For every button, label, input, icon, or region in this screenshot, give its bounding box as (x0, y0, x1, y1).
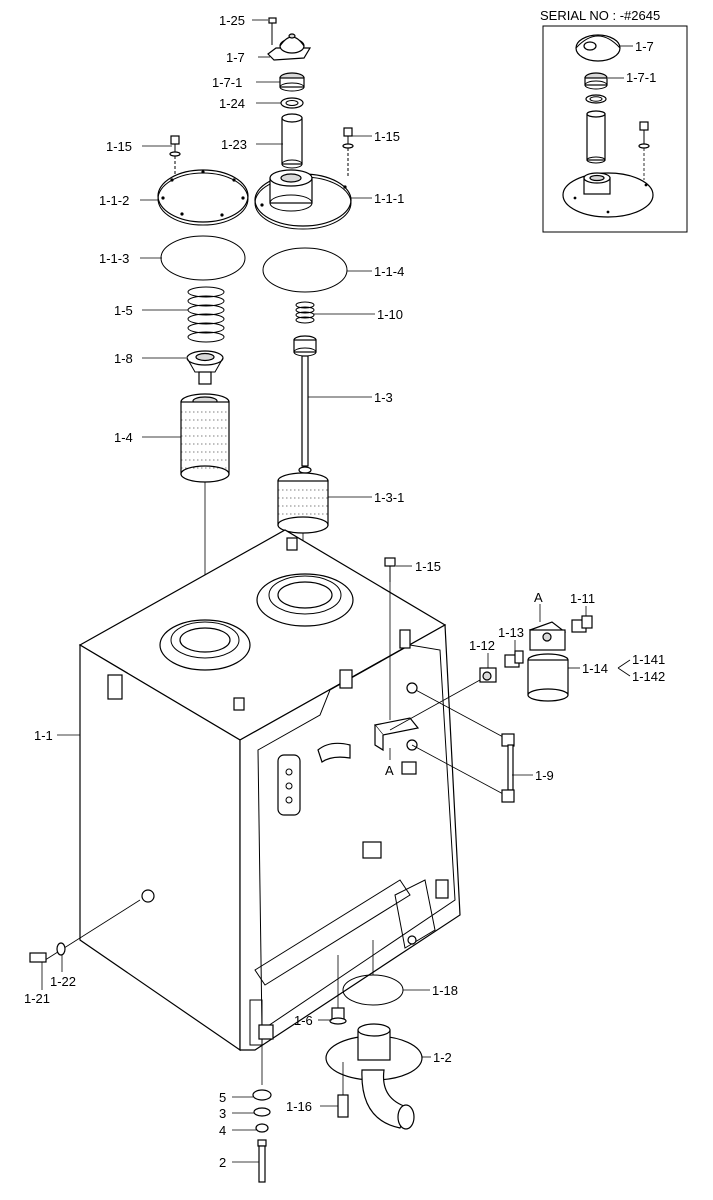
part-labels: 1-25 1-7 1-7-1 1-24 1-15 1-23 1-15 1-1-2… (24, 13, 665, 1170)
inset-cap (575, 34, 621, 62)
label-1-14: 1-14 (582, 661, 608, 676)
inset-bolt (639, 121, 649, 131)
label-1-23: 1-23 (221, 137, 247, 152)
bearing-1-7-1 (279, 72, 305, 92)
bolt-1-15-bracket (384, 557, 396, 720)
label-1-21: 1-21 (24, 991, 50, 1006)
spring-1-10 (295, 301, 315, 324)
label-1-142: 1-142 (632, 669, 665, 684)
fitting-1-12 (479, 667, 497, 683)
label-1-11: 1-11 (570, 591, 595, 606)
bolt-1-15-left (169, 135, 181, 175)
breather-cap-1-7 (267, 33, 312, 61)
drain-plug-1-21 (29, 899, 141, 963)
label-1-1-4: 1-1-4 (374, 264, 404, 279)
label-1-9: 1-9 (535, 768, 554, 783)
label-1-1-2: 1-1-2 (99, 193, 129, 208)
rod-1-3 (293, 335, 317, 474)
label-1-1-3: 1-1-3 (99, 251, 129, 266)
leader-lines (41, 19, 631, 1163)
o-ring-1-1-3 (160, 235, 246, 281)
label-1-15-left: 1-15 (106, 139, 132, 154)
label-1-3-1: 1-3-1 (374, 490, 404, 505)
label-1-24: 1-24 (219, 96, 245, 111)
tank-body-1-1 (78, 529, 461, 1052)
label-1-25: 1-25 (219, 13, 245, 28)
label-1-7: 1-7 (226, 50, 245, 65)
spring-1-5 (187, 286, 225, 343)
label-1-15-right: 1-15 (374, 129, 400, 144)
bolt-1-15-right (342, 127, 354, 178)
label-a-top: A (534, 590, 543, 605)
serial-inset: SERIAL NO : -#2645 1-7 1-7-1 (540, 8, 688, 233)
label-1-15-bracket: 1-15 (415, 559, 441, 574)
inset-tube (586, 113, 606, 161)
inset-label-1-7-1: 1-7-1 (626, 70, 656, 85)
label-2: 2 (219, 1155, 226, 1170)
label-1-13: 1-13 (498, 625, 524, 640)
label-1-10: 1-10 (377, 307, 403, 322)
label-1-16: 1-16 (286, 1099, 312, 1114)
filter-element-1-4 (180, 393, 230, 640)
label-1-141: 1-141 (632, 652, 665, 667)
inset-label-1-7: 1-7 (635, 39, 654, 54)
label-3: 3 (219, 1106, 226, 1121)
label-1-1: 1-1 (34, 728, 53, 743)
bolt-1-6 (329, 955, 347, 1025)
label-1-8: 1-8 (114, 351, 133, 366)
o-ring-1-1-4 (262, 247, 348, 293)
label-1-12: 1-12 (469, 638, 495, 653)
mount-stack-2-5 (252, 1045, 272, 1183)
inset-frame (542, 25, 688, 233)
washer-1-24 (280, 97, 304, 109)
label-1-1-1: 1-1-1 (374, 191, 404, 206)
label-1-18: 1-18 (432, 983, 458, 998)
label-a-bottom: A (385, 763, 394, 778)
label-1-22: 1-22 (50, 974, 76, 989)
filter-head-1-14 (527, 621, 569, 702)
fitting-1-11 (571, 615, 593, 633)
inset-washer (585, 94, 607, 104)
serial-number-label: SERIAL NO : -#2645 (540, 8, 660, 23)
hose-1-9 (389, 679, 515, 803)
label-1-2: 1-2 (433, 1050, 452, 1065)
label-1-4: 1-4 (114, 430, 133, 445)
strainer-1-3-1 (277, 472, 329, 600)
valve-1-8 (186, 350, 224, 385)
fitting-1-13 (504, 650, 524, 668)
suction-pipe-1-2 (325, 1023, 423, 1130)
label-1-7-1: 1-7-1 (212, 75, 242, 90)
label-1-3: 1-3 (374, 390, 393, 405)
tube-1-23 (281, 113, 303, 169)
cover-plate-left (157, 169, 249, 226)
label-4: 4 (219, 1123, 226, 1138)
screw-1-25 (268, 17, 277, 45)
cover-plate-1-1-1 (254, 169, 352, 230)
label-1-6: 1-6 (294, 1013, 313, 1028)
label-1-5: 1-5 (114, 303, 133, 318)
label-5: 5 (219, 1090, 226, 1105)
